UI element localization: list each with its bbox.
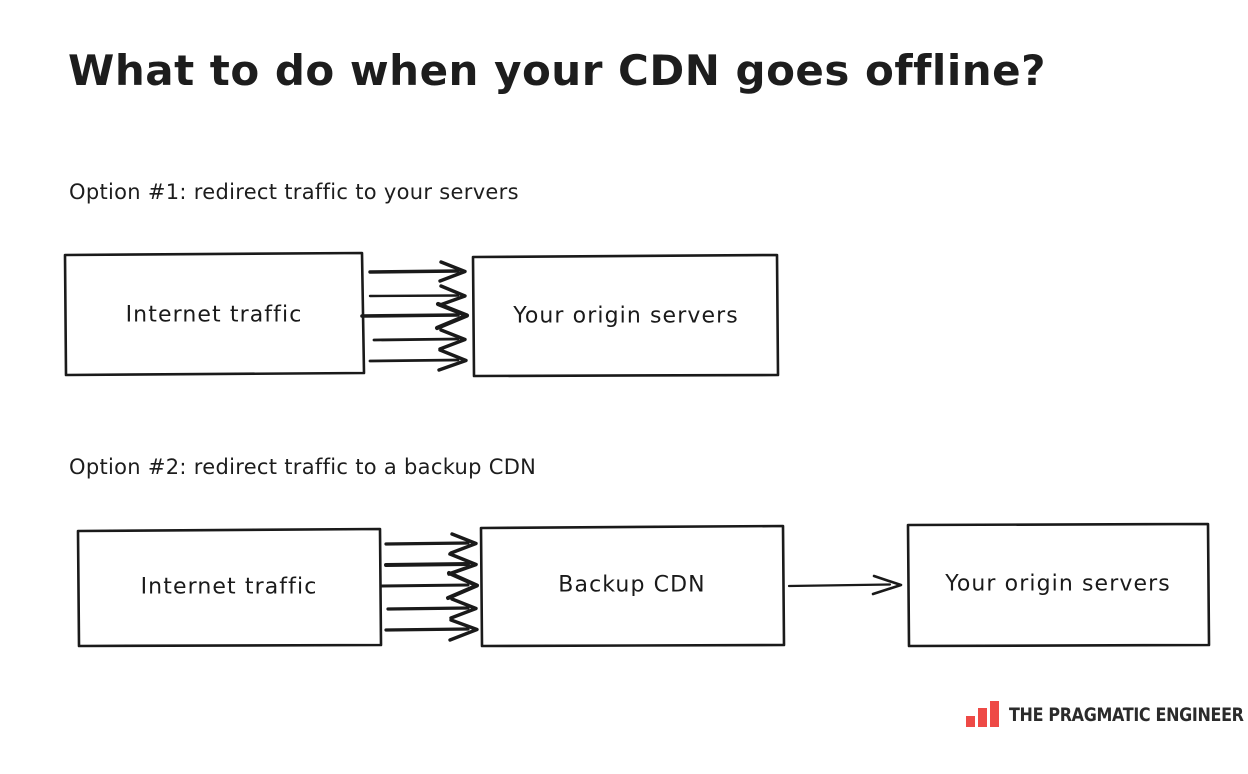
logo-bar-medium (978, 708, 987, 727)
flow-arrow-5 (368, 348, 468, 372)
box-label-origin-servers: Your origin servers (945, 571, 1171, 597)
flow-arrow-3 (380, 571, 479, 600)
box-origin-servers-shape (906, 522, 1211, 648)
option-2-heading: Option #2: redirect traffic to a backup … (69, 455, 537, 479)
box-label-internet-traffic: Internet traffic (125, 302, 303, 328)
flow-arrow-4 (386, 597, 478, 620)
diagram-option-2: Internet traffic Backup CDN Your origin … (0, 512, 1248, 662)
box-label-origin-servers: Your origin servers (513, 303, 739, 329)
flow-arrow-backup-to-origin (787, 574, 903, 596)
flow-arrow-1 (368, 260, 467, 283)
brand-wordmark: THE PRAGMATIC ENGINEER (1009, 704, 1244, 726)
box-internet-traffic-shape (63, 251, 366, 377)
flow-arrow-1 (384, 532, 478, 555)
logo-bar-small (966, 716, 975, 727)
box-label-internet-traffic: Internet traffic (140, 574, 318, 600)
logo-bar-large (990, 701, 999, 727)
bar-chart-icon (966, 701, 999, 727)
flow-arrow-5 (384, 618, 479, 642)
box-origin-servers-shape (471, 253, 780, 378)
flow-arrow-2 (384, 552, 478, 576)
brand-logo: THE PRAGMATIC ENGINEER (966, 694, 1248, 728)
flow-arrow-2 (368, 284, 467, 307)
box-backup-cdn-shape (479, 524, 786, 648)
option-1-heading: Option #1: redirect traffic to your serv… (69, 180, 519, 204)
diagram-option-1: Internet traffic Your origin servers (0, 238, 1248, 388)
box-internet-traffic-shape (76, 527, 383, 648)
flow-arrow-3 (360, 301, 470, 331)
page-title: What to do when your CDN goes offline? (68, 46, 1046, 95)
flow-arrow-4 (372, 328, 467, 351)
box-label-backup-cdn: Backup CDN (558, 572, 706, 598)
